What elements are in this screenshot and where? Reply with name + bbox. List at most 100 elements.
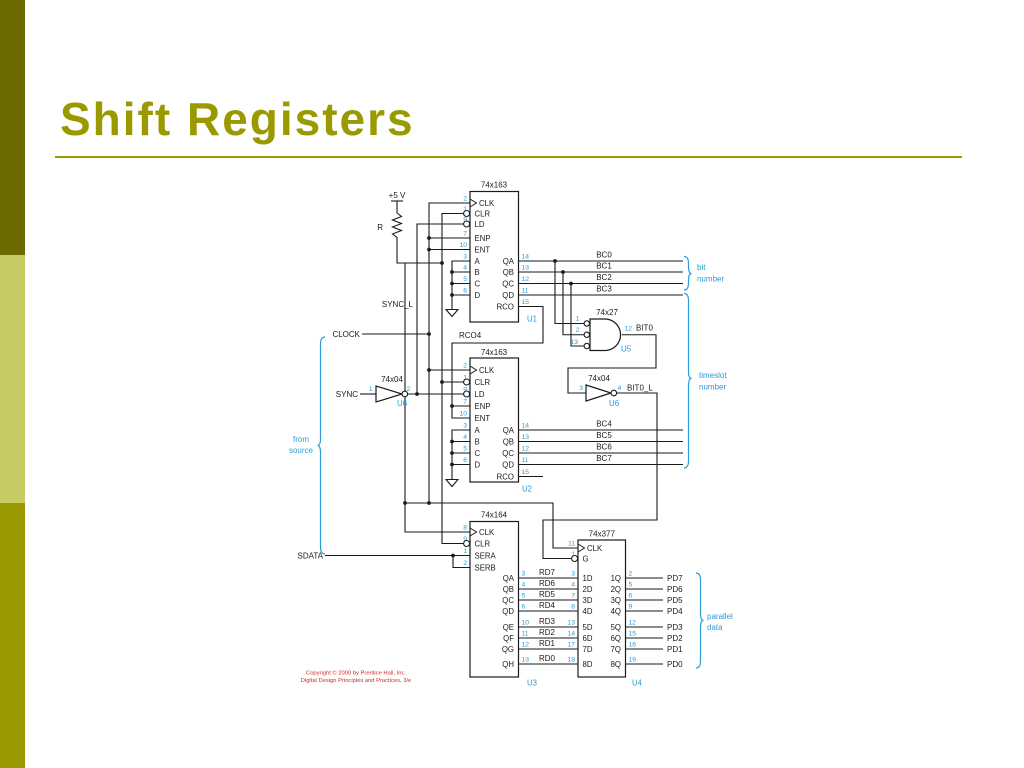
wire (562, 272, 585, 336)
junction-dot (427, 501, 431, 505)
label-CLOCK: CLOCK (332, 330, 360, 339)
clock-wedge (469, 365, 478, 375)
pin-name: 8Q (611, 660, 621, 669)
pin-number: 13 (567, 620, 575, 627)
label-U5: U5 (621, 345, 632, 354)
pin-number: 6 (463, 457, 467, 464)
pin-number: 4 (463, 434, 467, 441)
pin-number: 10 (522, 620, 530, 627)
label-RD3: RD3 (539, 617, 556, 626)
inversion-bubble (583, 342, 591, 350)
pin-number: 6 (522, 604, 526, 611)
label-PD4: PD4 (667, 607, 683, 616)
pin-name: QD (502, 291, 514, 300)
pin-name: C (475, 280, 481, 289)
label-RCO4: RCO4 (459, 331, 482, 340)
nor-gate-body (589, 318, 622, 352)
inversion-bubble (583, 320, 591, 327)
pin-name: CLK (479, 528, 495, 537)
pin-name: ENP (475, 402, 491, 411)
pin-number: 1 (463, 548, 467, 555)
label-BC6: BC6 (596, 443, 612, 452)
pin-name: QA (503, 257, 515, 266)
wire (404, 263, 470, 533)
label-BC2: BC2 (596, 273, 612, 282)
label-PD1: PD1 (667, 645, 683, 654)
pin-name: QD (502, 461, 514, 470)
pin-name: 8D (583, 660, 593, 669)
label-number: number (699, 383, 726, 392)
chip-body-U4 (577, 539, 627, 678)
grouping-brace (683, 255, 692, 291)
inversion-bubble (571, 554, 579, 563)
label-RD7: RD7 (539, 568, 556, 577)
inversion-bubble (463, 220, 471, 228)
pin-number: 1 (463, 375, 467, 382)
pin-number: 11 (522, 457, 529, 464)
wire (428, 202, 578, 549)
label-RD4: RD4 (539, 601, 556, 610)
chip-ref-designator: U3 (527, 679, 537, 688)
pin-number: 5 (522, 593, 526, 600)
pin-number: 5 (463, 446, 467, 453)
pin-name: 4Q (611, 607, 621, 616)
label-RD6: RD6 (539, 579, 556, 588)
label-Digital-Design-Principles-and-Practices-3-e: Digital Design Principles and Practices,… (301, 678, 412, 684)
wire (567, 334, 657, 394)
pin-name: QB (503, 438, 514, 447)
pin-name: 7D (583, 645, 593, 654)
pin-number: 5 (463, 276, 467, 283)
label-number: number (697, 275, 724, 284)
pin-number: 15 (522, 299, 530, 306)
pin-name: QG (502, 645, 514, 654)
pin-number: 17 (567, 642, 575, 649)
wire (451, 260, 470, 310)
pin-number: 3 (522, 571, 526, 578)
inversion-bubble (610, 389, 618, 397)
chip-body-U1 (469, 190, 520, 323)
label-U6: U6 (609, 399, 620, 408)
label--5-V: +5 V (389, 191, 406, 200)
label-2: 2 (576, 327, 580, 334)
label-timeslot: timeslot (699, 371, 727, 380)
label-R: R (377, 223, 383, 232)
pin-number: 9 (463, 387, 467, 394)
pin-name: 5D (583, 623, 593, 632)
sidebar-accent-bar (0, 0, 25, 768)
label-RD2: RD2 (539, 628, 556, 637)
pin-number: 1 (571, 551, 575, 558)
label-data: data (707, 623, 723, 632)
junction-dot (450, 404, 454, 408)
wire (396, 241, 442, 264)
pin-name: 4D (583, 607, 593, 616)
pin-number: 6 (629, 593, 633, 600)
clock-wedge (469, 527, 478, 537)
junction-dot (450, 462, 454, 467)
wire (390, 212, 404, 241)
pin-name: 2D (583, 585, 593, 594)
junction-dot (440, 380, 444, 384)
pin-number: 4 (522, 582, 526, 589)
inversion-bubble (463, 390, 471, 398)
pin-name: 7Q (611, 645, 621, 654)
pin-number: 13 (522, 434, 530, 441)
inversion-bubble (463, 209, 471, 218)
pin-name: D (475, 461, 481, 470)
pin-name: QD (502, 607, 514, 616)
pin-number: 8 (571, 604, 575, 611)
pin-number: 9 (629, 604, 633, 611)
label-4: 4 (618, 385, 622, 392)
junction-dot (403, 501, 407, 505)
pin-name: 6Q (611, 634, 621, 643)
pin-number: 14 (567, 631, 575, 638)
pin-number: 8 (463, 525, 467, 532)
clock-wedge (577, 543, 586, 553)
pin-number: 7 (463, 231, 467, 238)
pin-name: LD (475, 220, 485, 229)
wire (416, 223, 464, 394)
junction-dot (450, 270, 454, 274)
pin-number: 9 (463, 217, 467, 224)
chip-ref-designator: U4 (632, 679, 643, 688)
